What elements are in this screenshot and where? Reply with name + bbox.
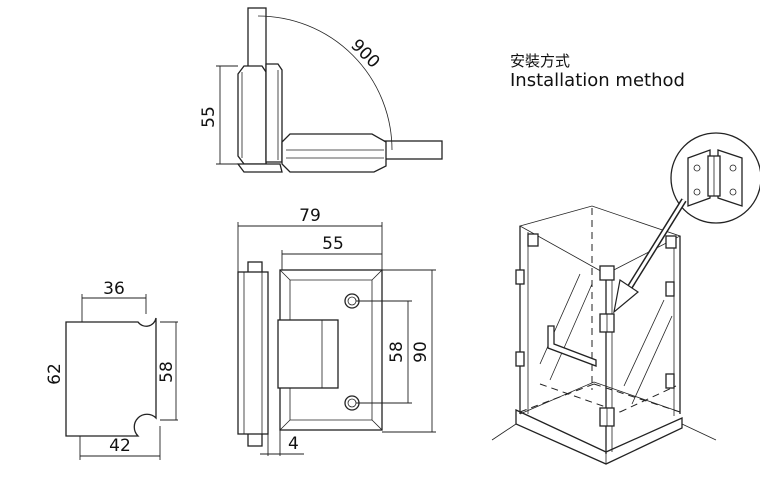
dim-label-width-plate: 55 bbox=[322, 234, 344, 254]
towel-bar bbox=[547, 325, 597, 367]
clip-top-corner bbox=[599, 265, 615, 281]
clip-right-1 bbox=[665, 281, 675, 297]
dim-label-cutout-bottom: 42 bbox=[109, 436, 131, 456]
dim-label-swing: 900 bbox=[346, 35, 383, 72]
dim-label-cutout-right: 58 bbox=[157, 361, 177, 383]
installation-view bbox=[491, 132, 760, 465]
installation-title: 安裝方式 Installation method bbox=[510, 52, 685, 92]
swing-arc bbox=[257, 15, 393, 151]
dim-label-hole-spacing: 58 bbox=[387, 341, 407, 363]
top-knuckle bbox=[236, 163, 283, 173]
dim-label-plate-height: 90 bbox=[411, 341, 431, 363]
shower-base bbox=[515, 408, 683, 465]
callout-hinge bbox=[687, 149, 743, 207]
front-view: 79 55 58 90 4 bbox=[237, 206, 436, 456]
dim-label-width-overall: 79 bbox=[299, 206, 321, 226]
front-clamp-back bbox=[237, 271, 269, 435]
callout-arrow-head bbox=[613, 278, 640, 314]
dim-label-cutout-top: 36 bbox=[103, 279, 125, 299]
dim-label-cutout-left: 62 bbox=[45, 363, 65, 385]
top-view: 55 900 bbox=[199, 7, 443, 173]
cutout-view: 36 42 62 58 bbox=[45, 279, 178, 460]
clip-top-right bbox=[665, 235, 677, 249]
front-knuckle bbox=[277, 319, 339, 389]
installation-title-en: Installation method bbox=[510, 70, 685, 91]
clip-left-2 bbox=[515, 351, 525, 367]
top-clamp-horizontal bbox=[281, 133, 387, 173]
clip-top-left bbox=[527, 233, 539, 247]
cutout-outline bbox=[65, 317, 157, 437]
top-clamp-inner bbox=[265, 63, 283, 163]
installation-title-zh: 安裝方式 bbox=[510, 52, 571, 70]
clip-left-1 bbox=[515, 269, 525, 285]
dim-label-offset: 4 bbox=[288, 434, 299, 454]
dim-label-top-height: 55 bbox=[199, 106, 219, 128]
clip-right-2 bbox=[665, 373, 675, 389]
